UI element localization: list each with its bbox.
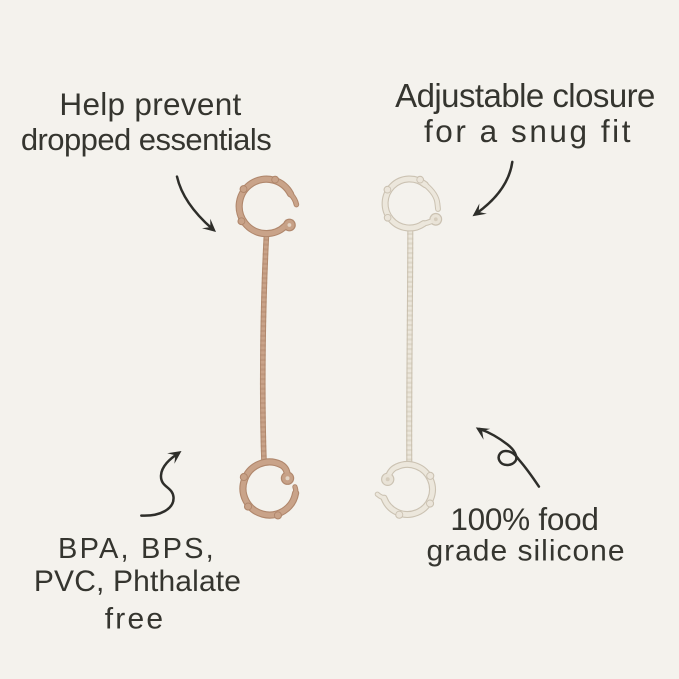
svg-text:Help prevent: Help prevent [59, 86, 241, 122]
svg-text:PVC, Phthalate: PVC, Phthalate [34, 565, 241, 598]
svg-text:Adjustable closure: Adjustable closure [395, 77, 655, 114]
svg-text:grade silicone: grade silicone [426, 535, 625, 568]
svg-text:BPA, BPS,: BPA, BPS, [58, 533, 216, 565]
svg-text:dropped essentials: dropped essentials [21, 122, 271, 157]
svg-text:free: free [105, 603, 166, 636]
svg-text:for a snug fit: for a snug fit [424, 113, 633, 149]
svg-text:100% food: 100% food [450, 501, 598, 537]
